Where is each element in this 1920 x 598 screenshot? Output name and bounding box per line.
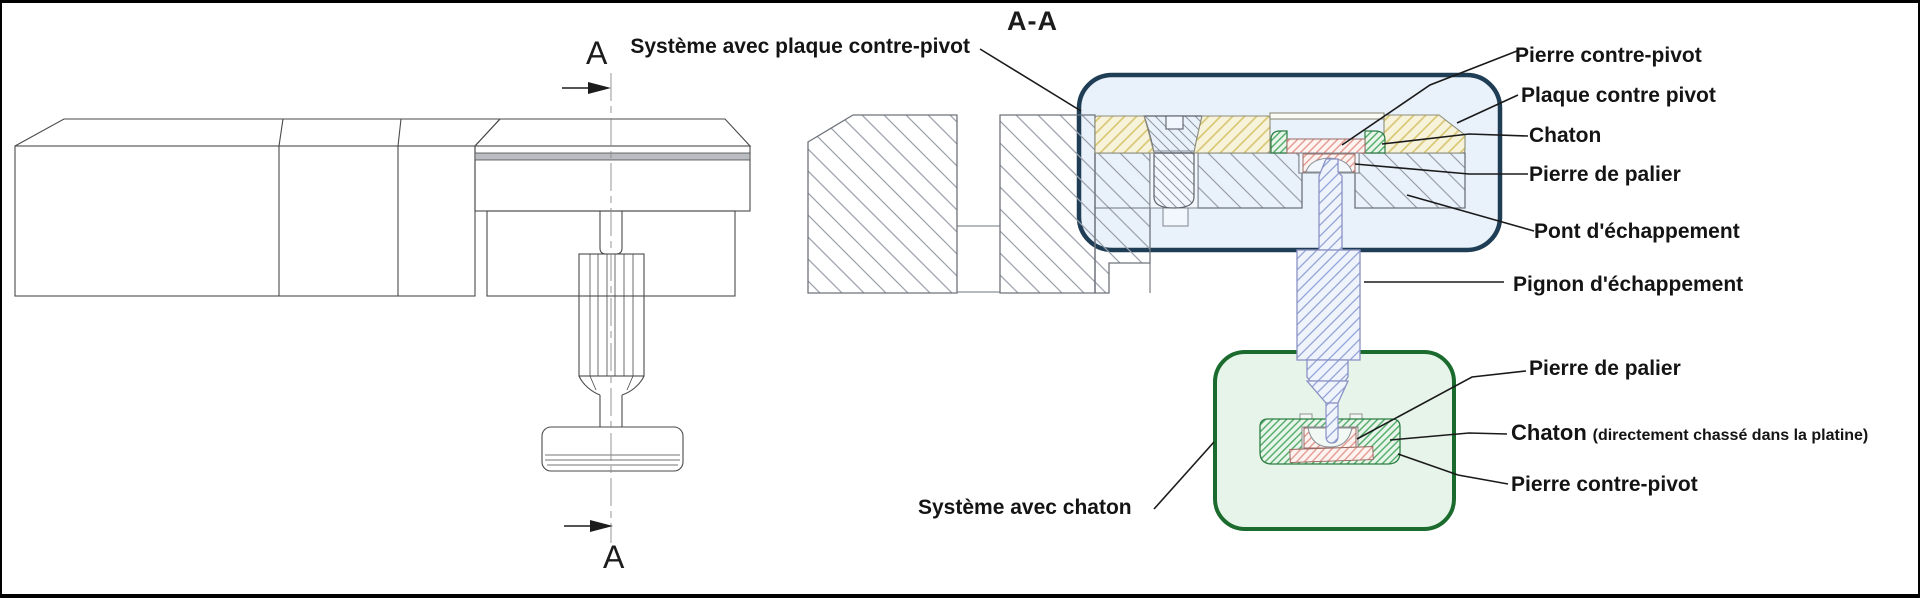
callout-pierre-de-palier-upper: Pierre de palier <box>1529 163 1681 186</box>
section-view <box>807 112 1466 465</box>
callout-pierre-contre-pivot-upper: Pierre contre-pivot <box>1515 44 1702 67</box>
pierre-contre-pivot-upper <box>1286 138 1366 154</box>
pignon-echappement <box>1296 158 1361 404</box>
callout-plaque-contre-pivot: Plaque contre pivot <box>1521 84 1716 107</box>
platine-and-bridge <box>807 114 1466 294</box>
section-arrows <box>562 82 613 532</box>
callout-pierre-contre-pivot-lower: Pierre contre-pivot <box>1511 473 1698 496</box>
section-letter-top: A <box>586 35 608 71</box>
pierre-contre-pivot-lower <box>1289 446 1374 463</box>
callout-system-chaton: Système avec chaton <box>918 496 1132 519</box>
callout-chaton-lower-note: (directement chassé dans la platine) <box>1592 427 1869 444</box>
leader-lines <box>979 48 1535 510</box>
section-title: A-A <box>1007 6 1058 36</box>
plaque-contre-pivot <box>1094 112 1466 154</box>
callout-system-plaque: Système avec plaque contre-pivot <box>630 35 970 58</box>
technical-drawing <box>14 48 1535 543</box>
callout-chaton-lower: Chaton (directement chassé dans la plati… <box>1511 421 1868 445</box>
pivot-tip-lower <box>1325 402 1339 444</box>
callout-pierre-de-palier-lower: Pierre de palier <box>1529 357 1681 380</box>
callout-pont-echappement: Pont d'échappement <box>1534 220 1740 243</box>
bridge-screw <box>1143 115 1203 227</box>
section-letter-bottom: A <box>603 539 625 575</box>
elevation-view <box>14 73 752 543</box>
callout-pignon-echappement: Pignon d'échappement <box>1513 273 1744 296</box>
callout-chaton-upper: Chaton <box>1529 124 1602 147</box>
chaton-upper <box>1270 130 1386 154</box>
callout-chaton-lower-main: Chaton <box>1511 420 1587 445</box>
